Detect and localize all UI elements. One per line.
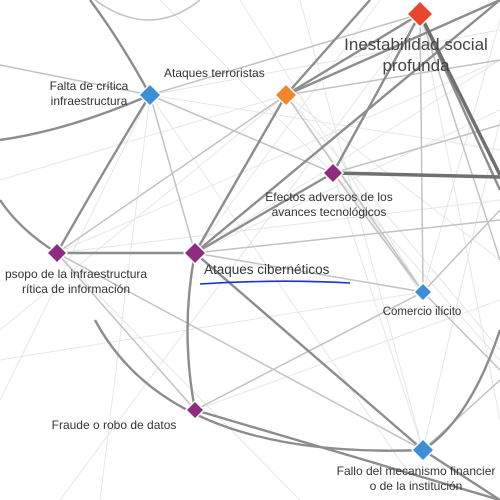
node-label-fraude: Fraude o robo de datos	[51, 418, 177, 432]
node-comercio-diamond[interactable]	[412, 281, 434, 303]
node-label-fallo-line1: Fallo del mecanismo financier	[336, 464, 496, 478]
node-label-comercio: Comercio ilícito	[382, 306, 462, 318]
node-label-inestabilidad-line1: Inestabilidad social	[344, 35, 488, 54]
node-label-ciberneticos: Ataques cibernéticos	[204, 262, 330, 277]
node-label-efectos-line2: avances tecnológicos	[271, 205, 387, 219]
node-label-fallo: Fallo del mecanismo financier o de la in…	[337, 464, 496, 494]
node-fallo-diamond[interactable]	[410, 437, 436, 463]
medium-edges	[0, 0, 500, 451]
node-label-colapso: psopo de la infraestructura rítica de in…	[5, 267, 147, 297]
node-label-efectos-line1: Efectos adversos de los	[265, 190, 393, 204]
node-label-terroristas: Ataques terroristas	[164, 66, 265, 80]
node-efectos-diamond[interactable]	[321, 161, 345, 185]
node-colapso-diamond[interactable]	[45, 241, 69, 265]
cibernetic-underline-annotation	[199, 280, 351, 285]
node-label-colapso-line2: rítica de información	[21, 282, 131, 296]
node-ciberneticos-diamond[interactable]	[182, 240, 208, 266]
node-label-fallo-line2: o de la institución	[369, 479, 463, 493]
node-inestabilidad-diamond[interactable]	[405, 0, 435, 29]
node-label-inestabilidad: Inestabilidad social profunda	[344, 34, 488, 77]
heavy-edges	[332, 13, 500, 179]
node-falta-diamond[interactable]	[137, 82, 163, 108]
node-label-efectos: Efectos adversos de los avances tecnológ…	[265, 190, 392, 220]
node-label-falta-line1: Falta de crítica	[49, 79, 129, 93]
node-label-falta-line2: infraestructura	[50, 94, 128, 108]
node-fraude-diamond[interactable]	[184, 399, 206, 421]
node-terroristas-diamond[interactable]	[273, 82, 299, 108]
node-label-inestabilidad-line2: profunda	[382, 56, 450, 76]
node-label-falta: Falta de crítica infraestructura	[50, 79, 129, 109]
node-label-colapso-line1: psopo de la infraestructura	[4, 267, 148, 281]
node-layer	[45, 0, 436, 463]
